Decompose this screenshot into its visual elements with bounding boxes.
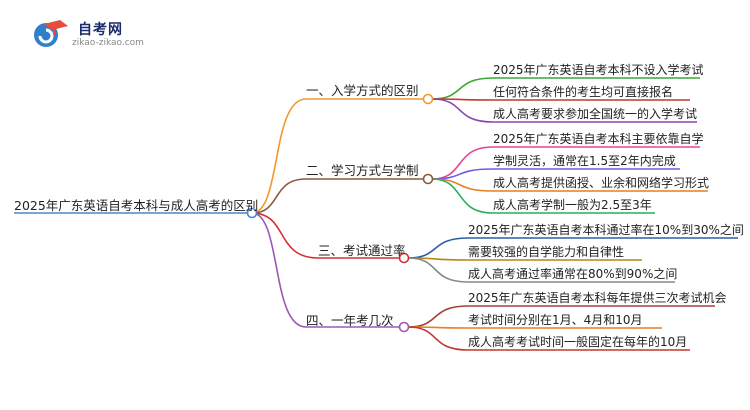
branch-4-node-dot (398, 321, 410, 333)
root-to-branch-4-connector (251, 212, 307, 328)
leaf-admission-2: 任何符合条件的考生均可直接报名 (493, 85, 674, 99)
logo-url: zikao-zikao.com (72, 38, 144, 48)
branch-1-leaf-3-connector (431, 98, 494, 123)
leaf-exam-times-2: 考试时间分别在1月、4月和10月 (468, 313, 643, 327)
leaf-passrate-1: 2025年广东英语自考本科通过率在10%到30%之间 (468, 223, 744, 237)
leaf-study-3: 成人高考提供函授、业余和网络学习形式 (493, 176, 710, 190)
leaf-admission-1: 2025年广东英语自考本科不设入学考试 (493, 63, 704, 77)
branch-1-node-dot (422, 93, 434, 105)
branch-2-node-dot (422, 173, 434, 185)
branch-study-label: 二、学习方式与学制 (306, 163, 419, 178)
root-node-label: 2025年广东英语自考本科与成人高考的区别 (14, 198, 259, 213)
branch-passrate-label: 三、考试通过率 (318, 243, 406, 258)
graduation-cap-logo-icon (34, 20, 68, 47)
site-logo: 自考网 zikao-zikao.com (30, 18, 170, 54)
branch-exam-times-label: 四、一年考几次 (306, 313, 394, 328)
leaf-passrate-2: 需要较强的自学能力和自律性 (468, 245, 625, 259)
leaf-admission-3: 成人高考要求参加全国统一的入学考试 (493, 107, 698, 121)
branch-admission-label: 一、入学方式的区别 (306, 83, 419, 98)
branch-2-leaf-1-connector (431, 146, 494, 180)
leaf-study-2: 学制灵活，通常在1.5至2年内完成 (493, 154, 676, 168)
root-to-branch-2-connector (251, 178, 307, 214)
branch-2-leaf-4-connector (431, 178, 494, 214)
branch-4-leaf-1-connector (407, 305, 469, 328)
root-node-dot (246, 207, 258, 219)
logo-name: 自考网 (78, 22, 123, 38)
branch-3-leaf-3-connector (407, 257, 469, 283)
leaf-exam-times-3: 成人高考考试时间一般固定在每年的10月 (468, 335, 688, 349)
root-to-branch-3-connector (251, 212, 319, 259)
branch-3-node-dot (398, 252, 410, 264)
root-to-branch-1-connector (251, 98, 307, 214)
leaf-exam-times-1: 2025年广东英语自考本科每年提供三次考试机会 (468, 291, 727, 305)
branch-1-leaf-1-connector (431, 77, 494, 100)
branch-4-leaf-3-connector (407, 326, 469, 351)
leaf-passrate-3: 成人高考通过率通常在80%到90%之间 (468, 267, 678, 281)
leaf-study-4: 成人高考学制一般为2.5至3年 (493, 198, 652, 212)
branch-3-leaf-1-connector (407, 237, 469, 259)
leaf-study-1: 2025年广东英语自考本科主要依靠自学 (493, 132, 704, 146)
